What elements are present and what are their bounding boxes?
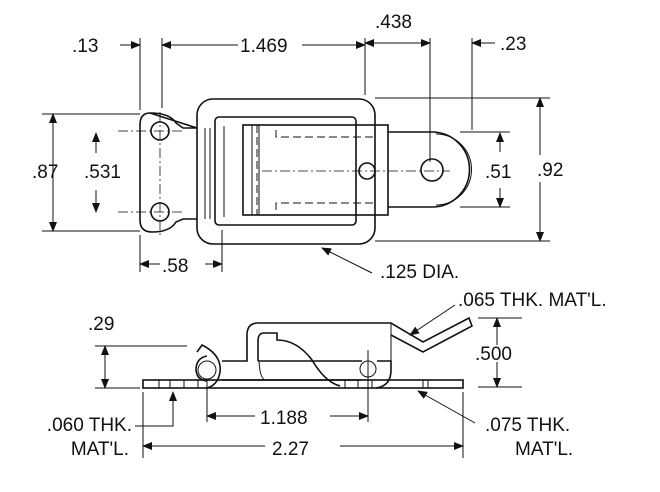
- dim-087: .87: [32, 162, 58, 183]
- dim-0531: .531: [84, 162, 121, 183]
- dim-0438: .438: [375, 12, 412, 33]
- tab-hole: [420, 158, 444, 182]
- hinge-curl: [195, 343, 221, 389]
- note-125-dia: .125 DIA.: [380, 262, 459, 283]
- side-view: .29 .500 1.188 2.27 .065 THK. MAT'L. .06…: [47, 290, 607, 460]
- note-075-matl: MAT'L.: [515, 439, 573, 460]
- dim-051: .51: [485, 162, 511, 183]
- top-view: .13 1.469 .438 .23 .87 .531 .51 .92 .58 …: [32, 12, 563, 283]
- dim-0500: .500: [475, 344, 512, 365]
- dim-013: .13: [72, 36, 98, 57]
- dim-058: .58: [162, 256, 188, 277]
- mounting-plate: [139, 112, 198, 233]
- note-060-thk: .060 THK.: [47, 415, 132, 436]
- base-plate: [142, 379, 464, 389]
- slide-plate: [242, 124, 389, 216]
- dim-1188: 1.188: [260, 408, 308, 429]
- dim-092: .92: [537, 160, 563, 181]
- dim-227: 2.27: [272, 439, 309, 460]
- latch-arm: [222, 316, 473, 387]
- hinge-pin: [197, 360, 217, 380]
- note-075-thk: .075 THK.: [485, 415, 570, 436]
- dim-1469: 1.469: [240, 36, 288, 57]
- note-065-thk: .065 THK. MAT'L.: [458, 290, 607, 311]
- dim-029: .29: [88, 314, 114, 335]
- dim-023: .23: [500, 34, 526, 55]
- latch-tab: [388, 131, 471, 208]
- note-060-matl: MAT'L.: [71, 439, 129, 460]
